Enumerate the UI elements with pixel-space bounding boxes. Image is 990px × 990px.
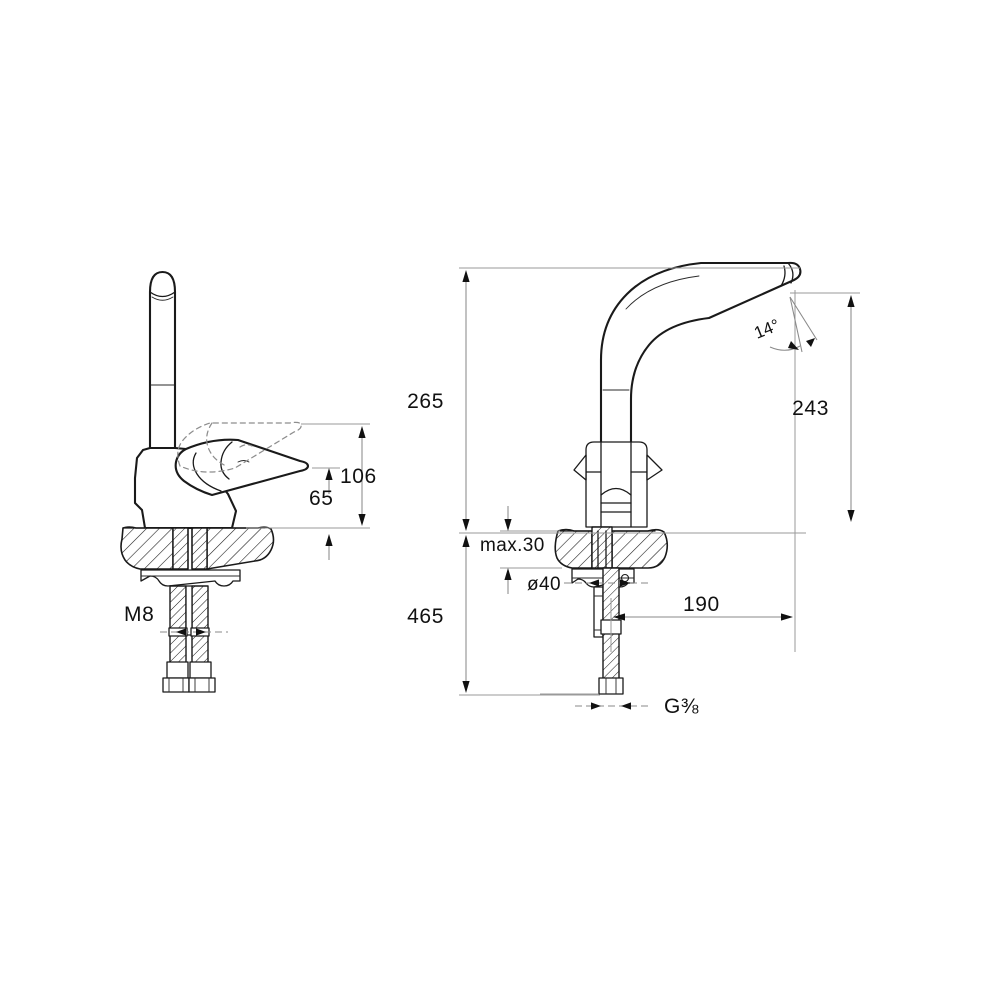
dimension-65: 65 — [309, 468, 334, 560]
dimension-label-m8: M8 — [124, 603, 154, 626]
front-view-spout — [599, 261, 802, 457]
dimension-265: 265 — [407, 270, 470, 531]
front-view: 265 465 max.30 ø40 — [407, 261, 860, 718]
side-view-lever-raised-ghost — [177, 421, 302, 473]
dimension-label-265: 265 — [407, 390, 444, 413]
dimension-243: 243 — [790, 292, 860, 522]
dimension-190: 190 — [610, 290, 796, 652]
dimension-label-190: 190 — [683, 593, 720, 616]
dimension-label-max30: max.30 — [480, 535, 545, 556]
side-view-dimension-extensions — [246, 423, 370, 529]
dimension-label-465: 465 — [407, 605, 444, 628]
dimension-max30: max.30 — [480, 506, 562, 594]
dimension-106: 106 — [340, 426, 377, 526]
dimension-label-106: 106 — [340, 465, 377, 488]
side-view-spout-column — [148, 270, 177, 450]
front-view-cartridge-housing — [573, 441, 663, 528]
dimension-label-g38: G⅜ — [664, 695, 699, 718]
side-view-shank — [172, 527, 208, 570]
dimension-label-65: 65 — [309, 487, 334, 510]
dimension-diameter40: ø40 — [527, 574, 652, 595]
front-view-shank — [591, 526, 613, 569]
dimension-g38: G⅜ — [540, 693, 699, 718]
side-view: M8 106 65 — [120, 270, 377, 693]
side-view-deck — [120, 526, 275, 570]
side-view-body — [133, 438, 310, 530]
dimension-465: 465 — [407, 535, 470, 693]
side-view-mounting-plate — [140, 569, 241, 587]
dimension-m8: M8 — [124, 603, 228, 636]
front-view-left-dimensions: 265 465 — [407, 267, 806, 696]
front-view-deck — [554, 528, 669, 569]
dimension-label-diameter40: ø40 — [527, 574, 561, 595]
dimension-label-243: 243 — [792, 397, 829, 420]
